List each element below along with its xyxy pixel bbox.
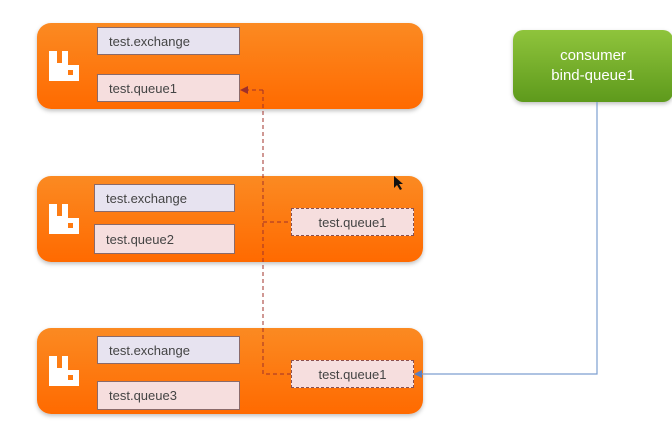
- queue-box: test.queue2: [94, 224, 235, 254]
- queue-box: test.queue1: [97, 74, 240, 102]
- arrow-head-icon: [414, 370, 422, 378]
- consumer-link: [420, 102, 598, 375]
- queue-box: test.queue3: [97, 381, 240, 410]
- exchange-box: test.exchange: [94, 184, 235, 212]
- mirror-queue-box: test.queue1: [291, 360, 414, 388]
- mirror-queue-box: test.queue1: [291, 208, 414, 236]
- consumer-box: consumer bind-queue1: [513, 30, 672, 102]
- rabbitmq-logo-icon: [49, 356, 79, 386]
- mirror-sync-link: [246, 89, 291, 375]
- rabbitmq-node-2: test.exchange test.queue2 test.queue1: [37, 176, 423, 262]
- rabbitmq-node-1: test.exchange test.queue1: [37, 23, 423, 109]
- mouse-cursor-icon: [394, 176, 403, 190]
- exchange-box: test.exchange: [97, 27, 240, 55]
- exchange-box: test.exchange: [97, 336, 240, 364]
- consumer-label: consumer: [560, 47, 626, 64]
- rabbitmq-logo-icon: [49, 51, 79, 81]
- rabbitmq-node-3: test.exchange test.queue3 test.queue1: [37, 328, 423, 414]
- arrow-head-icon: [240, 86, 248, 94]
- rabbitmq-logo-icon: [49, 204, 79, 234]
- consumer-binding-label: bind-queue1: [551, 67, 635, 84]
